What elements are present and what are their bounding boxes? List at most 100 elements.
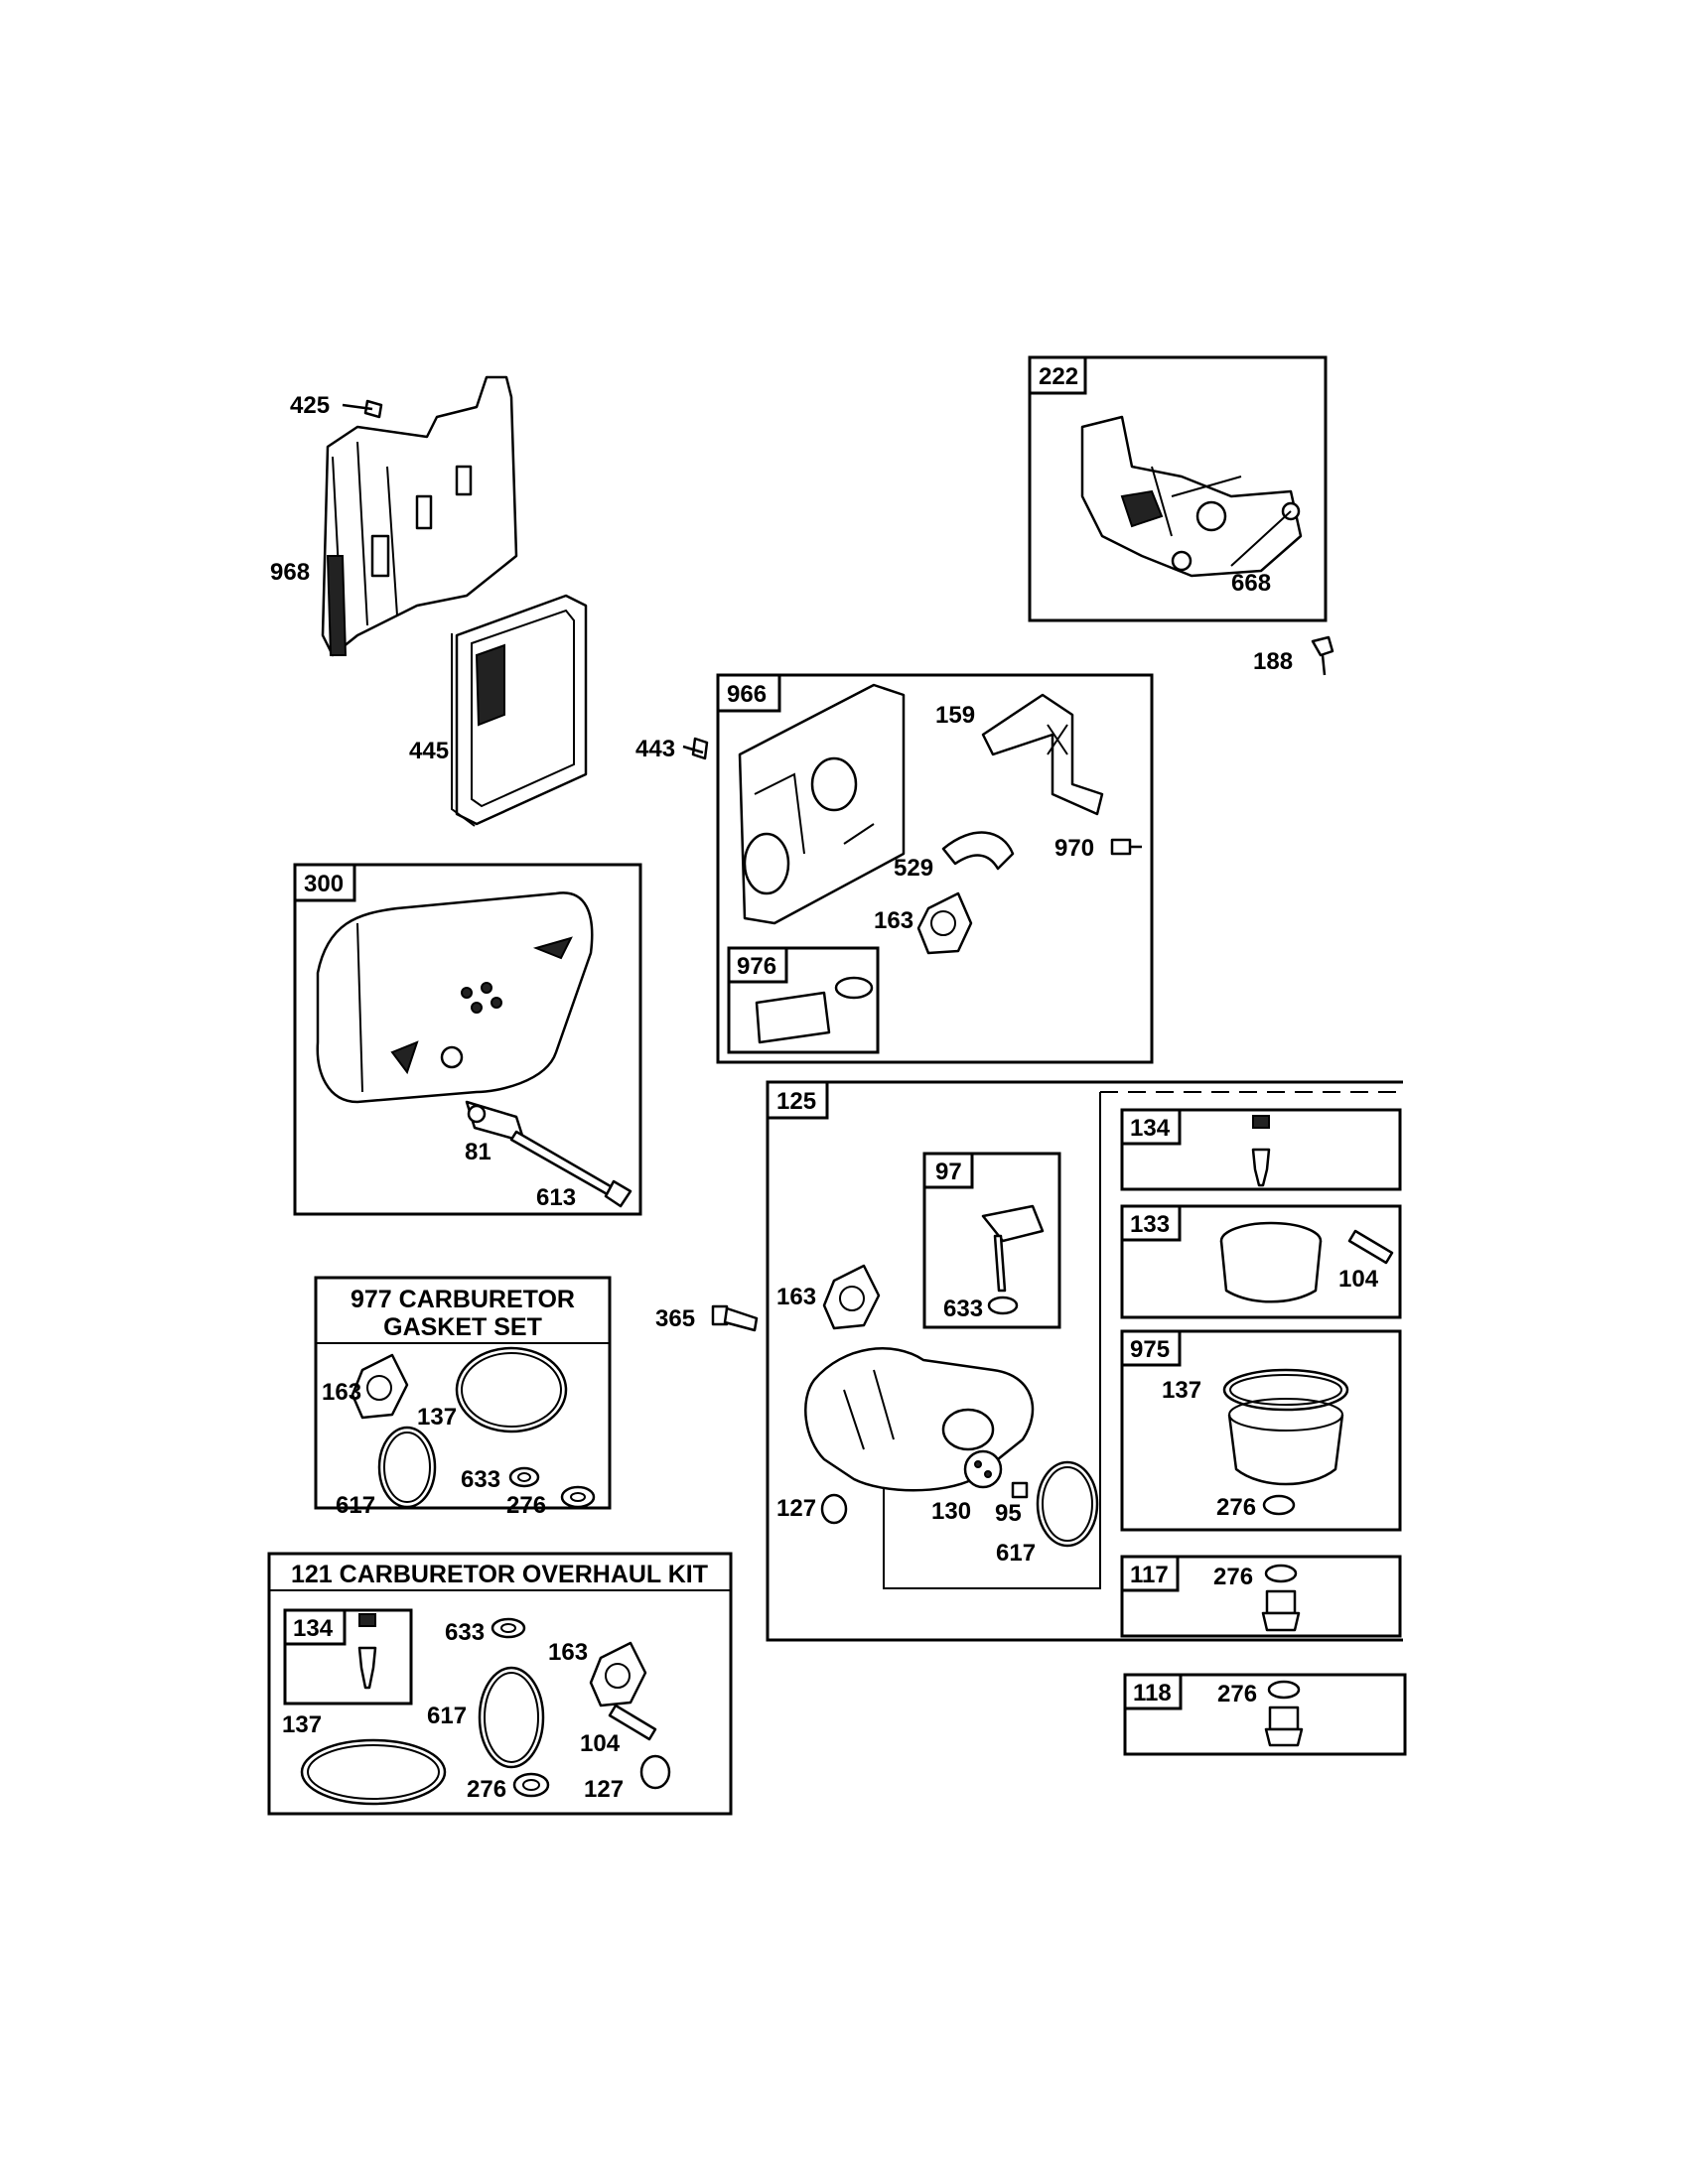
box-976-label: 976 (737, 953, 776, 980)
kit-121-callout-633: 633 (445, 1619, 485, 1646)
callout-159: 159 (935, 702, 975, 729)
bolt-365 (711, 1304, 759, 1332)
callout-130: 130 (931, 1498, 971, 1525)
box-134-label: 134 (1130, 1115, 1171, 1142)
muffler-300 (316, 891, 594, 1104)
box-222 (1028, 355, 1328, 622)
box-966 (716, 673, 1154, 1064)
adapter-plate-966 (738, 683, 906, 925)
callout-127: 127 (776, 1495, 816, 1522)
inlet-needle-134 (1251, 1115, 1271, 1187)
box-125-tag (766, 1080, 829, 1120)
plug-127 (820, 1493, 848, 1525)
kit-121-box (267, 1552, 733, 1816)
bowl-nut-117 (1261, 1589, 1301, 1632)
bolt-425 (342, 399, 383, 419)
kit-977-title-line2: GASKET SET (383, 1313, 542, 1341)
kit-121-gasket-163 (589, 1641, 647, 1707)
kit-121-box-134 (283, 1608, 413, 1706)
callout-529: 529 (894, 855, 933, 882)
box-97-tag (922, 1152, 974, 1189)
box-300-tag (293, 863, 356, 902)
callout-425: 425 (290, 392, 330, 419)
washer-276-117 (1264, 1564, 1298, 1583)
kit-121-callout-104: 104 (580, 1730, 621, 1757)
box-134 (1120, 1108, 1402, 1191)
callout-668: 668 (1231, 570, 1271, 597)
callout-443: 443 (635, 736, 675, 762)
kit-121-plug-127 (639, 1754, 671, 1790)
kit-977-ring-617 (377, 1426, 437, 1509)
float-133 (1219, 1221, 1323, 1303)
callout-276: 276 (1216, 1494, 1256, 1521)
box-966-label: 966 (727, 681, 767, 708)
box-118-label: 118 (1133, 1680, 1172, 1706)
kit-121-washer-276 (512, 1772, 550, 1798)
box-117 (1120, 1555, 1402, 1638)
washer-276 (1262, 1494, 1296, 1516)
kit-121-box-134-tag (283, 1608, 347, 1646)
callout-104: 104 (1338, 1266, 1379, 1293)
screw-188 (1311, 635, 1334, 676)
kit-121-callout-137: 137 (282, 1711, 322, 1738)
gasket-163-adapter (916, 891, 973, 955)
box-97 (922, 1152, 1061, 1329)
choke-plate-130 (963, 1449, 1003, 1489)
box-125 (766, 1080, 1403, 1642)
box-97-label: 97 (935, 1159, 962, 1185)
kit-121-washer-633 (491, 1617, 526, 1639)
kit-977-callout-276: 276 (506, 1492, 546, 1519)
box-976-tag (727, 946, 788, 984)
muffler-bolt-613 (509, 1130, 632, 1208)
kit-977-callout-163: 163 (322, 1379, 361, 1406)
callout-276-117: 276 (1213, 1564, 1253, 1590)
kit-977-gasket-163 (351, 1353, 409, 1420)
box-966-tag (716, 673, 781, 713)
kit-977-washer-276 (560, 1485, 596, 1509)
callout-81: 81 (465, 1139, 491, 1165)
choke-cup-976 (755, 976, 874, 1044)
callout-163-carb: 163 (776, 1284, 816, 1310)
box-300 (293, 863, 642, 1216)
breather-tube-529 (941, 831, 1015, 871)
kit-977-box (314, 1276, 612, 1510)
box-133-label: 133 (1130, 1211, 1170, 1238)
callout-188: 188 (1253, 648, 1293, 675)
control-bracket-668 (1080, 415, 1303, 578)
kit-977-ring-137 (455, 1346, 568, 1433)
box-975 (1120, 1329, 1402, 1532)
box-118 (1123, 1673, 1407, 1756)
kit-121-title: 121 CARBURETOR OVERHAUL KIT (291, 1561, 708, 1588)
box-117-tag (1120, 1555, 1180, 1592)
washer-633 (987, 1296, 1019, 1315)
box-976 (727, 946, 880, 1054)
kit-121-callout-276: 276 (467, 1776, 506, 1803)
box-300-label: 300 (304, 871, 344, 897)
callout-163-adapter: 163 (874, 907, 913, 934)
box-125-inner-bracket (883, 1092, 1101, 1589)
gasket-163-carb (822, 1264, 881, 1330)
box-118-tag (1123, 1673, 1183, 1710)
box-133 (1120, 1204, 1402, 1319)
kit-977-title-line1: 977 CARBURETOR (351, 1286, 575, 1313)
callout-445: 445 (409, 738, 449, 764)
screw-970 (1110, 838, 1142, 856)
callout-137: 137 (1162, 1377, 1201, 1404)
ring-617 (1036, 1460, 1099, 1548)
kit-121-ring-617 (478, 1666, 545, 1769)
float-bowl-975 (1222, 1368, 1349, 1486)
box-134-tag (1120, 1108, 1182, 1146)
box-222-tag (1028, 355, 1087, 395)
washer-276-118 (1267, 1680, 1301, 1700)
kit-977-callout-617: 617 (336, 1492, 375, 1519)
kit-121-ring-137 (300, 1738, 447, 1806)
kit-977-washer-633 (508, 1466, 540, 1488)
callout-970: 970 (1054, 835, 1094, 862)
callout-613: 613 (536, 1184, 576, 1211)
kit-121-box-134-label: 134 (293, 1615, 334, 1642)
callout-95: 95 (995, 1500, 1022, 1527)
kit-977-callout-633: 633 (461, 1466, 500, 1493)
box-125-label: 125 (776, 1088, 816, 1115)
kit-121-callout-127: 127 (584, 1776, 624, 1803)
kit-121-needle-valve-134 (357, 1613, 377, 1690)
